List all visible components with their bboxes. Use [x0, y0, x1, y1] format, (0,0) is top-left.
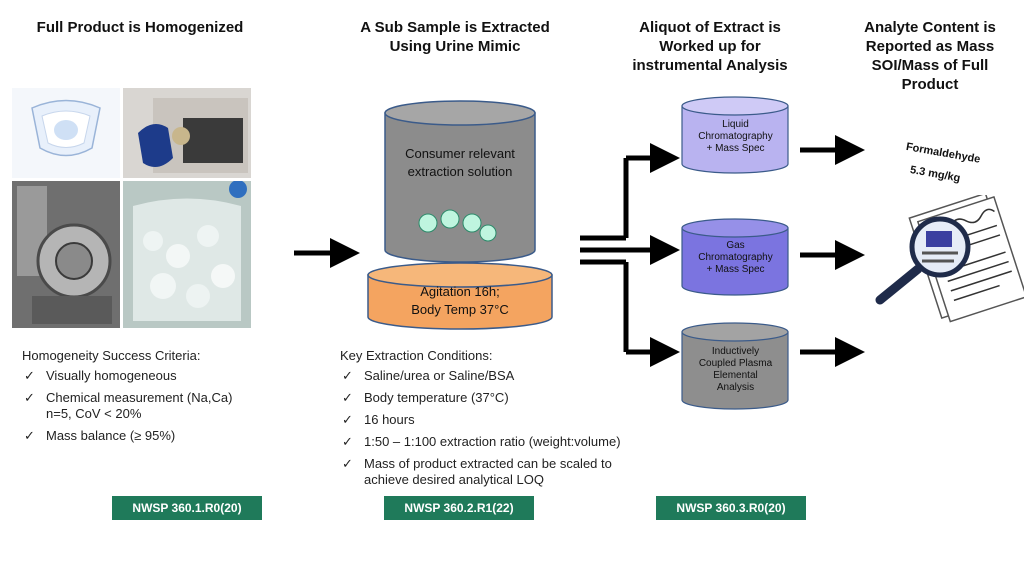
step3-title: Aliquot of Extract is Worked up for inst… — [632, 19, 788, 74]
icp-label: Inductively Coupled Plasma Elemental Ana… — [698, 346, 773, 393]
homogeneity-heading: Homogeneity Success Criteria: — [22, 348, 201, 363]
standard-badge-1: NWSP 360.1.R0(20) — [112, 496, 262, 520]
criteria-text: Mass balance (≥ 95%) — [46, 428, 176, 443]
condition-item: ✓ Mass of product extracted can be scaled… — [340, 456, 670, 488]
check-icon: ✓ — [342, 368, 353, 383]
homogenized-sample-photo — [123, 181, 251, 328]
condition-text: 16 hours — [364, 412, 415, 427]
check-icon: ✓ — [342, 456, 353, 471]
lcms-cylinder — [681, 96, 789, 174]
step4-title: Analyte Content is Reported as Mass SOI/… — [864, 19, 996, 93]
condition-text: Saline/urea or Saline/BSA — [364, 368, 515, 383]
criteria-text: Visually homogeneous — [46, 368, 177, 383]
homogeneity-criteria: Homogeneity Success Criteria: ✓ Visually … — [22, 348, 262, 450]
icp-cylinder — [681, 322, 789, 410]
mill-photo — [12, 181, 120, 328]
report-magnifier-icon — [875, 195, 1024, 323]
sample-particles — [418, 209, 497, 242]
check-icon: ✓ — [24, 390, 35, 405]
condition-text: Mass of product extracted can be scaled … — [364, 456, 612, 487]
extraction-heading: Key Extraction Conditions: — [340, 348, 493, 363]
criteria-item: ✓ Chemical measurement (Na,Ca) n=5, CoV <… — [22, 390, 262, 422]
glovebox-photo — [123, 88, 251, 178]
standard-badge-3: NWSP 360.3.R0(20) — [656, 496, 806, 520]
extraction-conditions: Key Extraction Conditions: ✓ Saline/urea … — [340, 348, 670, 494]
gcms-cylinder — [681, 218, 789, 296]
diaper-photo — [12, 88, 120, 178]
condition-text: 1:50 – 1:100 extraction ratio (weight:vo… — [364, 434, 621, 449]
condition-item: ✓ Body temperature (37°C) — [340, 390, 670, 406]
step2-title: A Sub Sample is Extracted Using Urine Mi… — [360, 19, 550, 55]
check-icon: ✓ — [24, 368, 35, 383]
condition-item: ✓ 16 hours — [340, 412, 670, 428]
criteria-item: ✓ Mass balance (≥ 95%) — [22, 428, 262, 444]
criteria-text: Chemical measurement (Na,Ca) n=5, CoV < … — [46, 390, 233, 421]
step1-title: Full Product is Homogenized — [36, 19, 244, 36]
extraction-vessel-graphic — [367, 100, 553, 330]
condition-item: ✓ Saline/urea or Saline/BSA — [340, 368, 670, 384]
check-icon: ✓ — [24, 428, 35, 443]
standard-badge-2: NWSP 360.2.R1(22) — [384, 496, 534, 520]
check-icon: ✓ — [342, 390, 353, 405]
condition-item: ✓ 1:50 – 1:100 extraction ratio (weight:v… — [340, 434, 670, 450]
condition-text: Body temperature (37°C) — [364, 390, 509, 405]
check-icon: ✓ — [342, 412, 353, 427]
vessel-label: Consumer relevant extraction solution — [405, 146, 515, 179]
gcms-label: Gas Chromatography + Mass Spec — [698, 240, 773, 275]
lcms-label: Liquid Chromatography + Mass Spec — [698, 119, 773, 154]
agitation-label: Agitation 16h; Body Temp 37°C — [411, 284, 509, 317]
criteria-item: ✓ Visually homogeneous — [22, 368, 262, 384]
check-icon: ✓ — [342, 434, 353, 449]
